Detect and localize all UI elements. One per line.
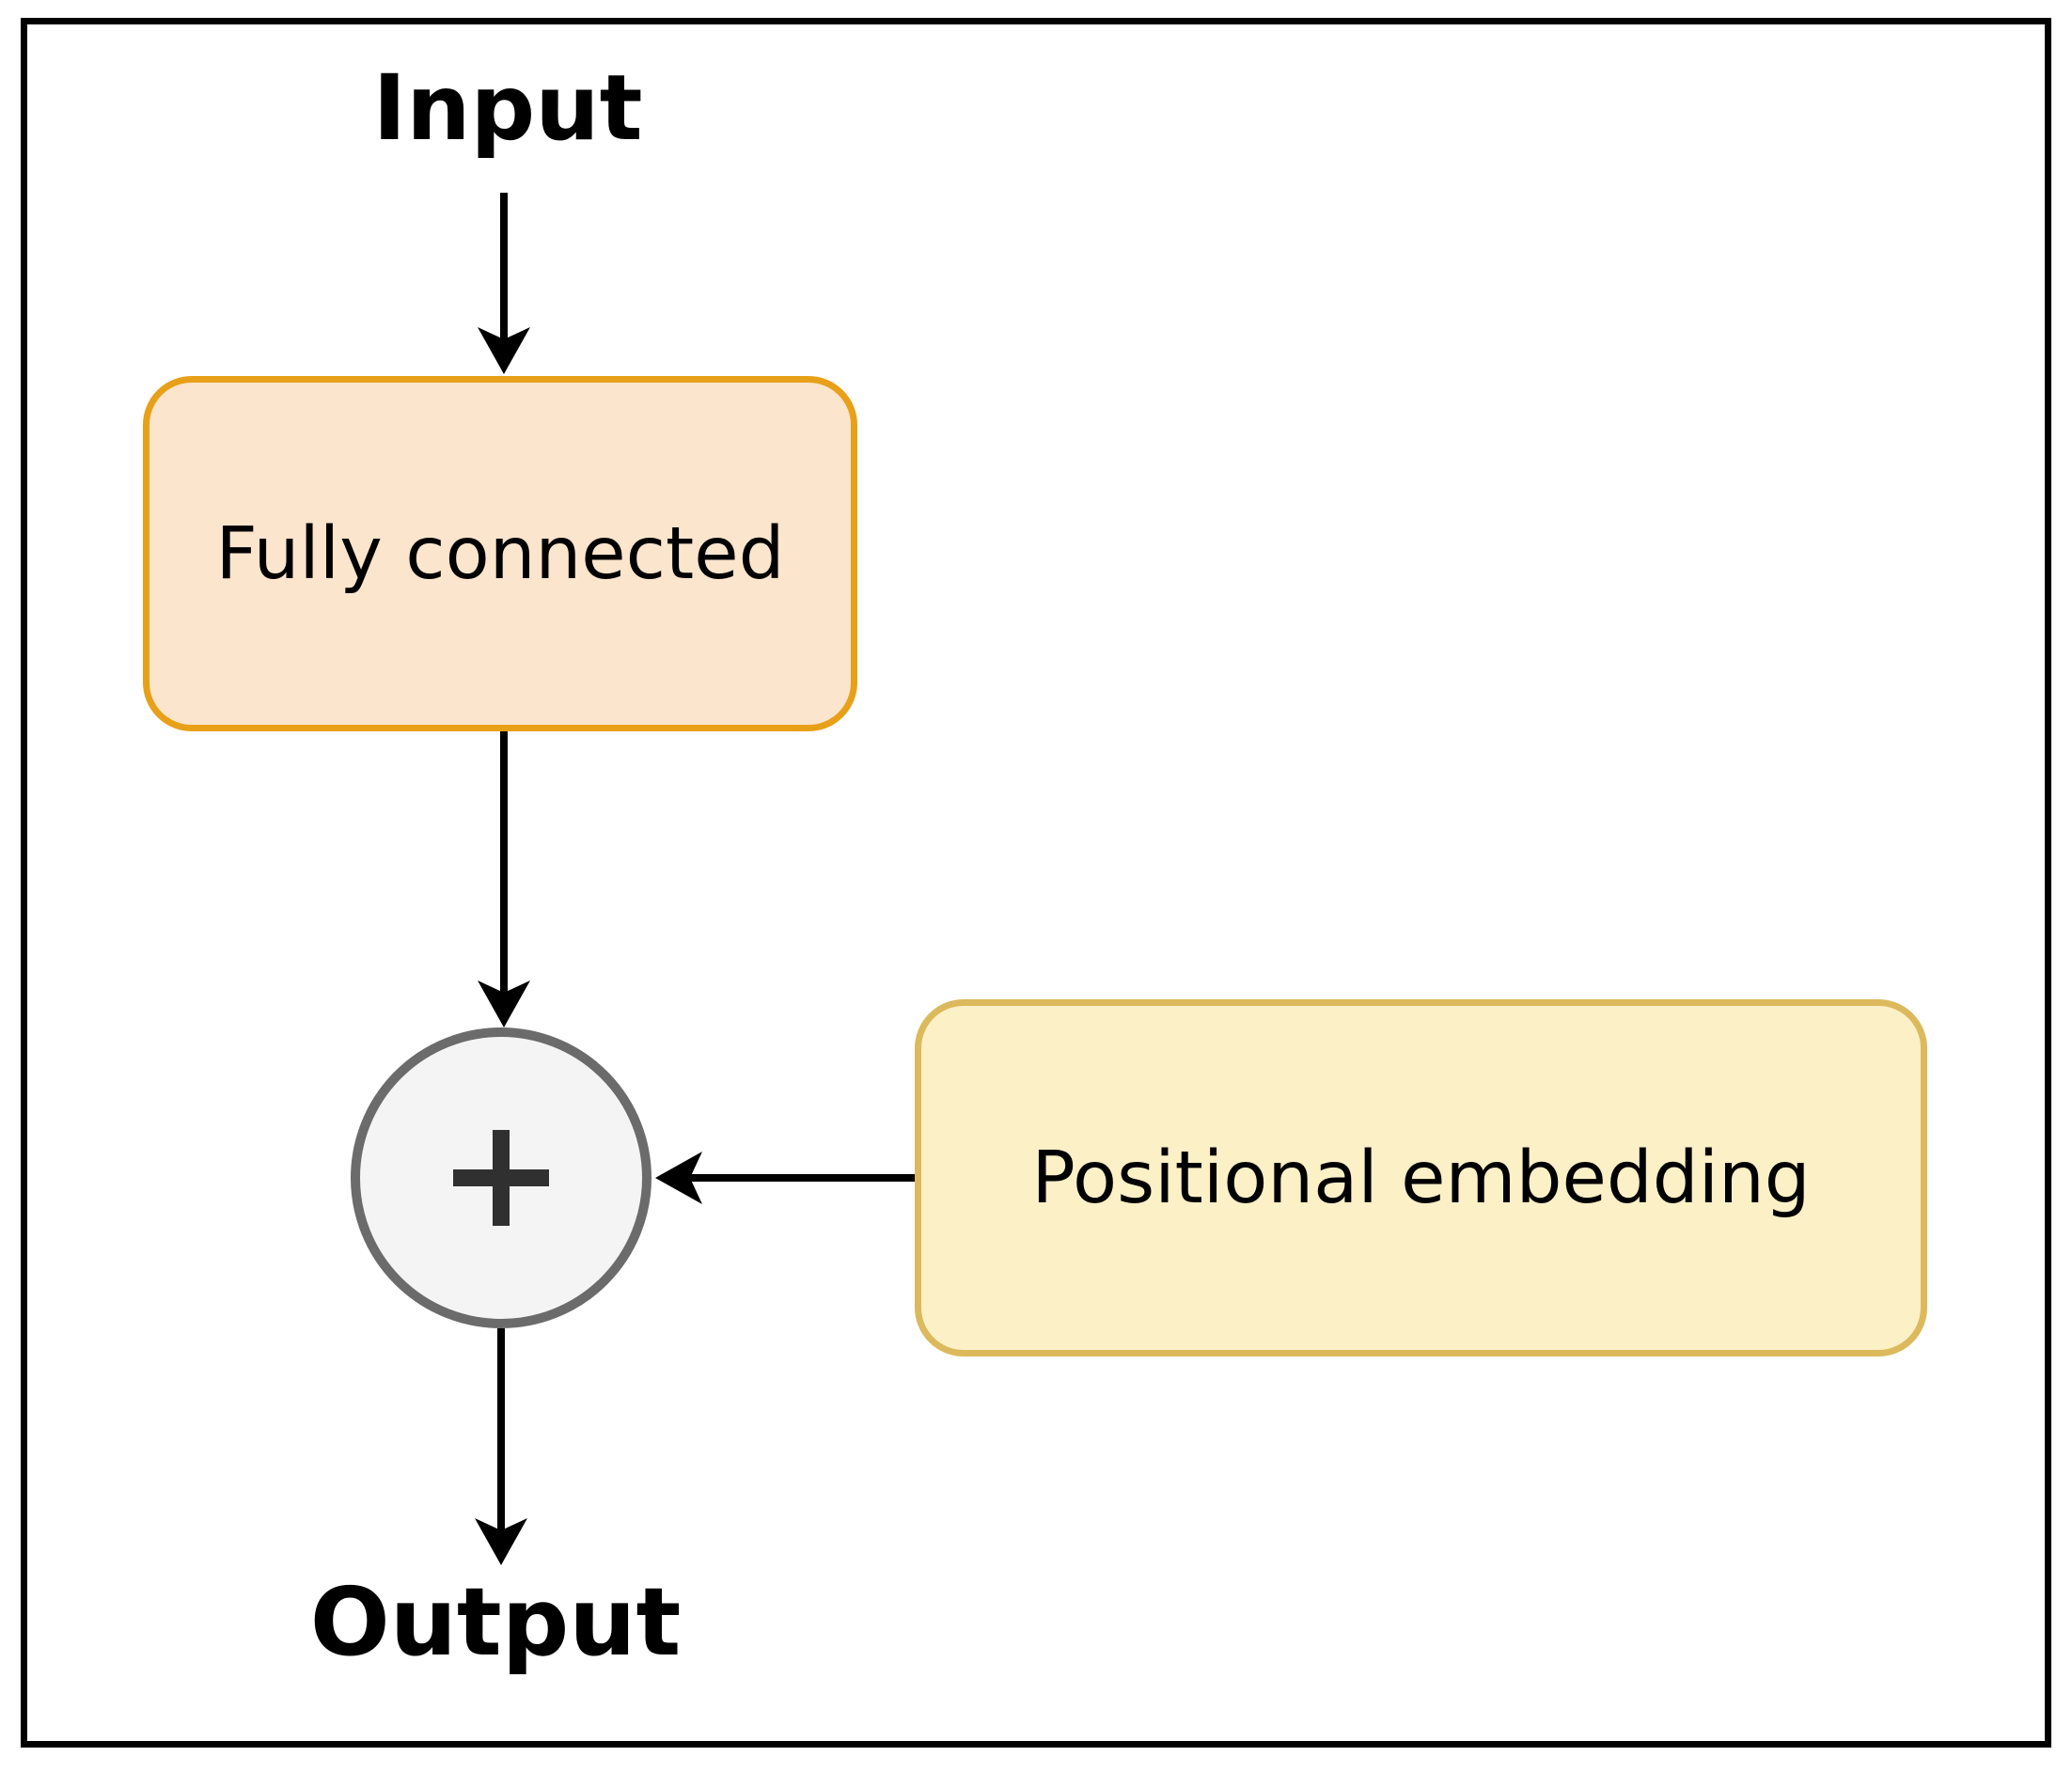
fully-connected-label: Fully connected xyxy=(215,511,785,596)
adder-node xyxy=(351,1027,651,1328)
input-label: Input xyxy=(372,55,643,161)
output-label: Output xyxy=(309,1567,682,1677)
positional-embedding-node: Positional embedding xyxy=(915,999,1927,1356)
fully-connected-node: Fully connected xyxy=(143,376,857,731)
positional-embedding-label: Positional embedding xyxy=(1031,1136,1811,1220)
plus-icon xyxy=(453,1130,549,1226)
outer-frame xyxy=(21,18,2051,1748)
plus-icon-vertical-bar xyxy=(493,1130,510,1226)
